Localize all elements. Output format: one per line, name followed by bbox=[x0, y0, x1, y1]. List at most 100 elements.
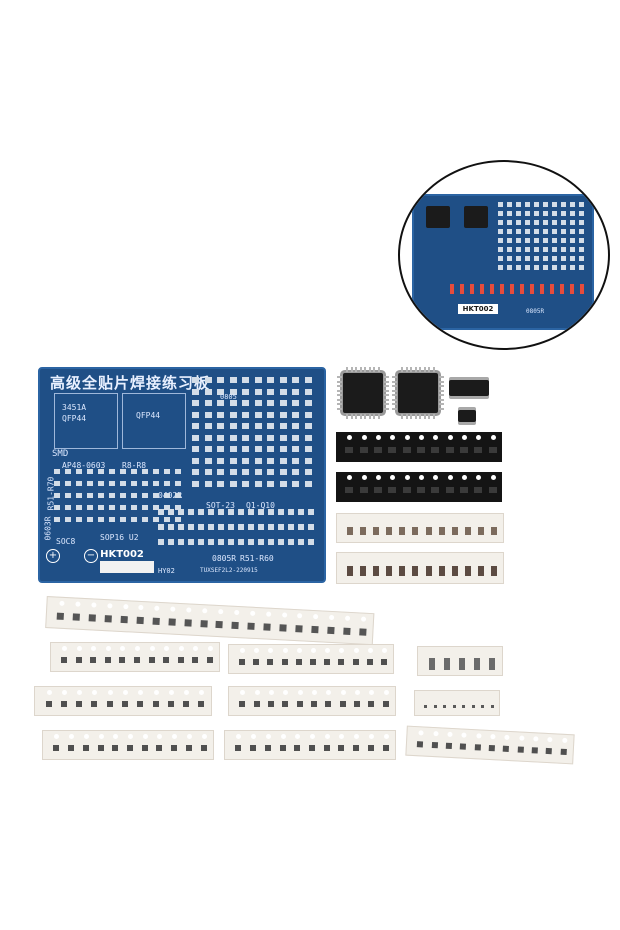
smd-component bbox=[82, 745, 89, 751]
ic-pin bbox=[405, 414, 408, 419]
smd-pad bbox=[267, 446, 274, 452]
sprocket-hole bbox=[265, 734, 271, 739]
smd-component bbox=[412, 566, 419, 576]
smd-pad bbox=[192, 480, 199, 487]
smd-pad bbox=[304, 469, 312, 475]
smd-pad bbox=[292, 400, 299, 406]
smd-pad bbox=[204, 457, 212, 464]
smd-pad bbox=[292, 388, 299, 395]
smd-component bbox=[388, 487, 397, 493]
lower-pad bbox=[208, 509, 214, 515]
smd-pad bbox=[254, 446, 262, 452]
smd-component bbox=[61, 657, 68, 663]
sprocket-hole bbox=[283, 690, 289, 695]
lower-pad bbox=[268, 524, 274, 530]
inset-magnified-view: HKT002 0805R bbox=[398, 160, 610, 350]
ic-pin bbox=[405, 367, 408, 372]
resistor-pad bbox=[142, 481, 148, 486]
resistor-pad bbox=[65, 493, 71, 498]
sprocket-hole bbox=[297, 613, 303, 619]
inset-pad bbox=[552, 220, 557, 225]
sprocket-hole bbox=[354, 734, 360, 739]
resistor-pad bbox=[164, 481, 170, 486]
sprocket-hole bbox=[461, 732, 467, 738]
sprocket-hole bbox=[268, 648, 274, 653]
smd-pad bbox=[242, 400, 249, 406]
sprocket-hole bbox=[107, 690, 113, 695]
ic-pin bbox=[368, 414, 371, 419]
smd-pad bbox=[192, 469, 199, 475]
smd-component bbox=[72, 612, 81, 621]
ic-pin bbox=[410, 414, 412, 419]
smd-component bbox=[431, 741, 438, 749]
sprocket-hole bbox=[76, 646, 82, 651]
sprocket-hole bbox=[186, 607, 192, 613]
sprocket-hole bbox=[128, 734, 133, 739]
ic-pin bbox=[384, 385, 389, 387]
ic-pin bbox=[419, 367, 421, 372]
sprocket-hole bbox=[476, 475, 482, 480]
sprocket-hole bbox=[240, 690, 246, 695]
ic-pin bbox=[419, 414, 421, 419]
inset-pad bbox=[543, 211, 548, 216]
inset-pad bbox=[579, 265, 584, 270]
ic-pin bbox=[384, 403, 389, 405]
ic-pin bbox=[392, 394, 397, 396]
resistor-pad bbox=[153, 505, 159, 510]
resistor-pad bbox=[175, 469, 181, 474]
label-0402r: 0402R bbox=[158, 491, 183, 500]
lower-pad bbox=[188, 539, 194, 545]
smd-component bbox=[402, 447, 411, 453]
inset-pad bbox=[525, 211, 530, 216]
resistor-pad bbox=[120, 493, 126, 498]
inset-pad bbox=[516, 265, 521, 270]
resistor-pad bbox=[142, 493, 148, 498]
sprocket-hole bbox=[138, 604, 144, 611]
ic-pin bbox=[410, 367, 412, 372]
smd-component bbox=[488, 744, 495, 752]
inset-led bbox=[520, 284, 524, 294]
lower-pad bbox=[218, 509, 224, 515]
ic-pin bbox=[428, 367, 430, 372]
sprocket-hole bbox=[92, 690, 98, 695]
inset-led bbox=[480, 284, 484, 294]
sprocket-hole bbox=[562, 737, 568, 744]
smd-pad bbox=[229, 434, 237, 441]
inset-pad bbox=[543, 247, 548, 252]
inset-pad bbox=[552, 238, 557, 243]
ic-pin bbox=[392, 389, 397, 392]
resistor-pad bbox=[54, 505, 60, 510]
smd-component bbox=[451, 527, 458, 535]
smd-component bbox=[346, 527, 353, 535]
smd-component bbox=[490, 704, 494, 708]
inset-pad bbox=[534, 265, 539, 270]
smd-pad bbox=[204, 400, 212, 406]
resistor-tape-row1-c bbox=[417, 646, 503, 676]
inset-led bbox=[450, 284, 454, 294]
smd-component bbox=[488, 447, 497, 453]
smd-pad bbox=[254, 377, 262, 383]
lower-pad bbox=[248, 509, 254, 515]
ic-pin bbox=[392, 385, 397, 387]
smd-component bbox=[239, 701, 246, 707]
smd-component bbox=[119, 657, 126, 663]
resistor-pad bbox=[54, 481, 60, 486]
smd-component bbox=[425, 566, 432, 576]
inset-pad bbox=[525, 229, 530, 234]
smd-component bbox=[324, 659, 331, 665]
resistor-pad bbox=[76, 493, 82, 498]
label-sot23: SOT-23 bbox=[206, 501, 235, 510]
smd-pad bbox=[267, 377, 274, 383]
inset-led bbox=[500, 284, 504, 294]
resistor-pad bbox=[109, 469, 115, 474]
smd-pad bbox=[292, 446, 299, 452]
ic-pin bbox=[401, 414, 403, 419]
inset-led bbox=[510, 284, 514, 294]
ic-pin bbox=[350, 414, 353, 419]
smd-pad bbox=[217, 457, 224, 464]
resistor-pad bbox=[164, 517, 170, 522]
resistor-tape-row2-a bbox=[34, 686, 212, 716]
smd-pad bbox=[242, 388, 249, 395]
ic-pin bbox=[392, 376, 397, 378]
inset-pad bbox=[561, 247, 566, 252]
